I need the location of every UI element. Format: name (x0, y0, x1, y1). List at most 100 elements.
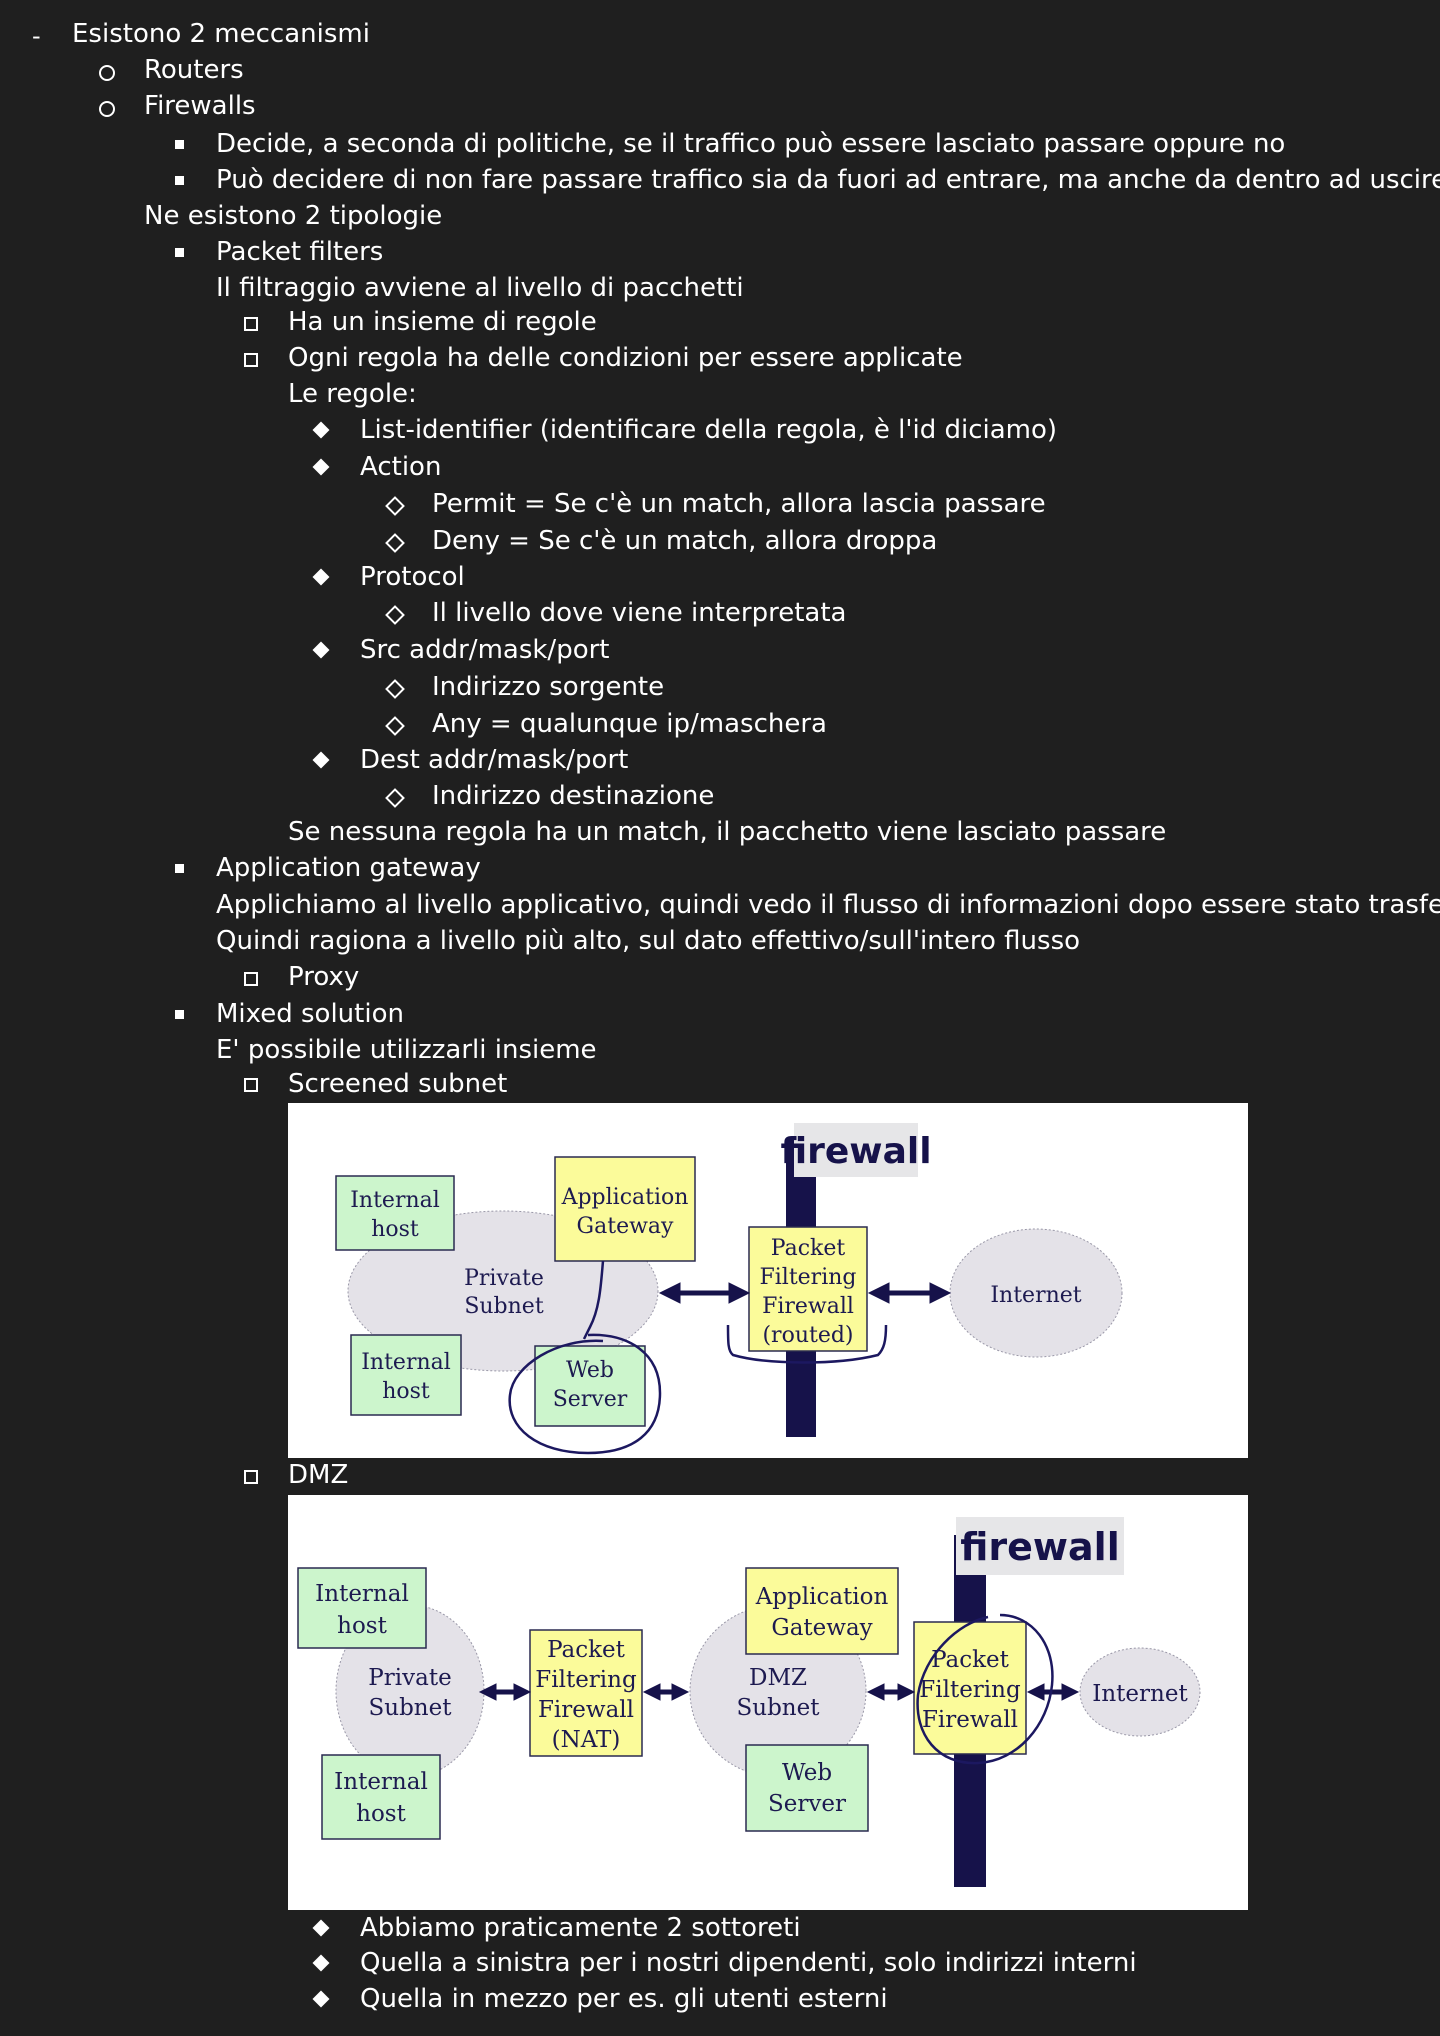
outline-line: Il filtraggio avviene al livello di pacc… (216, 273, 744, 303)
outline-line: Quella a sinistra per i nostri dipendent… (360, 1948, 1137, 1978)
nat-filter-label: (NAT) (552, 1727, 621, 1753)
outline-line: Firewalls (144, 91, 256, 121)
diamond-bullet-icon (312, 421, 330, 439)
outline-line: Proxy (288, 962, 360, 992)
screened-subnet-diagram: firewall Private Subnet Internet Interna… (288, 1103, 1248, 1458)
hollow-diamond-bullet-icon (385, 533, 405, 553)
dmz-subnet-label: Subnet (737, 1695, 821, 1721)
internet-label: Internet (1092, 1681, 1188, 1707)
outline-line: Deny = Se c'è un match, allora droppa (432, 526, 938, 556)
diamond-bullet-icon (312, 568, 330, 586)
packet-filter-label: Firewall (922, 1707, 1018, 1733)
outline-line: Quindi ragiona a livello più alto, sul d… (216, 926, 1081, 956)
pen-circle-annotation (508, 1333, 662, 1455)
web-server-label: Web (782, 1760, 832, 1786)
outline-line: DMZ (288, 1460, 349, 1490)
packet-filter-label: Firewall (762, 1294, 854, 1319)
private-subnet-label: Subnet (369, 1695, 453, 1721)
outline-line: Indirizzo destinazione (432, 781, 715, 811)
diamond-bullet-icon (312, 641, 330, 659)
application-gateway-box (745, 1567, 899, 1655)
web-server-label: Server (768, 1791, 846, 1817)
outline-line: Abbiamo praticamente 2 sottoreti (360, 1913, 801, 1943)
double-arrow-icon (867, 1282, 952, 1304)
nat-packet-filter-box (529, 1629, 643, 1757)
double-arrow-icon (1026, 1683, 1080, 1701)
outline-line: Action (360, 452, 442, 482)
firewall-label: firewall (960, 1525, 1119, 1569)
outline-line: Se nessuna regola ha un match, il pacche… (288, 817, 1167, 847)
packet-filter-label: Filtering (759, 1265, 856, 1290)
nat-filter-label: Filtering (535, 1667, 637, 1693)
diamond-bullet-icon (312, 1919, 330, 1937)
internal-host-label: Internal (334, 1769, 428, 1795)
hollow-diamond-bullet-icon (385, 788, 405, 808)
outline-line: Protocol (360, 562, 465, 592)
diamond-bullet-icon (312, 1990, 330, 2008)
outline-line: Ne esistono 2 tipologie (144, 201, 443, 231)
pen-circle-annotation (916, 1613, 1054, 1765)
square-bullet-icon (175, 176, 184, 185)
outline-line: Ogni regola ha delle condizioni per esse… (288, 343, 963, 373)
square-bullet-icon (175, 140, 184, 149)
outline-line: Packet filters (216, 237, 384, 267)
web-server-box (534, 1345, 646, 1427)
outline-line: Ha un insieme di regole (288, 307, 597, 337)
hollow-square-bullet-icon (244, 353, 258, 367)
double-arrow-icon (866, 1683, 916, 1701)
hollow-diamond-bullet-icon (385, 716, 405, 736)
square-bullet-icon (175, 1010, 184, 1019)
nat-filter-label: Packet (547, 1637, 626, 1663)
internal-host-box (350, 1334, 462, 1416)
web-server-label: Server (553, 1387, 628, 1412)
internal-host-label: host (371, 1217, 419, 1242)
hollow-diamond-bullet-icon (385, 496, 405, 516)
diamond-bullet-icon (312, 751, 330, 769)
application-gateway-label: Gateway (771, 1615, 872, 1641)
nat-filter-label: Firewall (538, 1697, 634, 1723)
internal-host-box (321, 1754, 441, 1840)
application-gateway-box (554, 1156, 696, 1262)
internet-ellipse (1079, 1647, 1201, 1737)
packet-filtering-firewall-box (748, 1226, 868, 1352)
diamond-bullet-icon (312, 1954, 330, 1972)
outline-line: E' possibile utilizzarli insieme (216, 1035, 597, 1065)
internal-host-box (297, 1567, 427, 1649)
application-gateway-label: Application (755, 1584, 889, 1610)
double-arrow-icon (642, 1683, 690, 1701)
square-bullet-icon (175, 864, 184, 873)
internal-host-label: Internal (350, 1188, 440, 1213)
firewall-label-bg (794, 1123, 918, 1177)
outline-line: Dest addr/mask/port (360, 745, 629, 775)
internal-host-label: Internal (361, 1350, 451, 1375)
outline-line: Application gateway (216, 853, 481, 883)
outline-line: Può decidere di non fare passare traffic… (216, 165, 1440, 195)
internal-host-label: host (382, 1379, 430, 1404)
hollow-circle-bullet-icon (99, 65, 115, 81)
pen-line-annotation (582, 1260, 605, 1340)
dmz-subnet-label: DMZ (749, 1665, 807, 1691)
outline-line: Any = qualunque ip/maschera (432, 709, 827, 739)
application-gateway-label: Application (561, 1185, 689, 1210)
square-bullet-icon (175, 248, 184, 257)
pen-bracket-annotation (726, 1324, 888, 1364)
outline-line: Src addr/mask/port (360, 635, 610, 665)
outline-line: Quella in mezzo per es. gli utenti ester… (360, 1984, 888, 2014)
firewall-label: firewall (780, 1131, 931, 1172)
private-subnet-label: Private (464, 1266, 544, 1291)
hollow-square-bullet-icon (244, 1078, 258, 1092)
dash-bullet: - (32, 22, 41, 50)
outline-line: Applichiamo al livello applicativo, quin… (216, 890, 1440, 920)
packet-filter-label: Packet (931, 1647, 1010, 1673)
outline-line: Permit = Se c'è un match, allora lascia … (432, 489, 1046, 519)
outline-line: Le regole: (288, 379, 417, 409)
packet-filter-label: (routed) (762, 1323, 853, 1348)
dmz-diagram: firewall Private Subnet DMZ Subnet Inter… (288, 1495, 1248, 1910)
hollow-diamond-bullet-icon (385, 679, 405, 699)
hollow-square-bullet-icon (244, 972, 258, 986)
double-arrow-icon (478, 1683, 532, 1701)
outline-line: Il livello dove viene interpretata (432, 598, 847, 628)
private-subnet-label: Subnet (464, 1294, 544, 1319)
internal-host-label: Internal (315, 1581, 409, 1607)
packet-filter-label: Filtering (919, 1677, 1021, 1703)
